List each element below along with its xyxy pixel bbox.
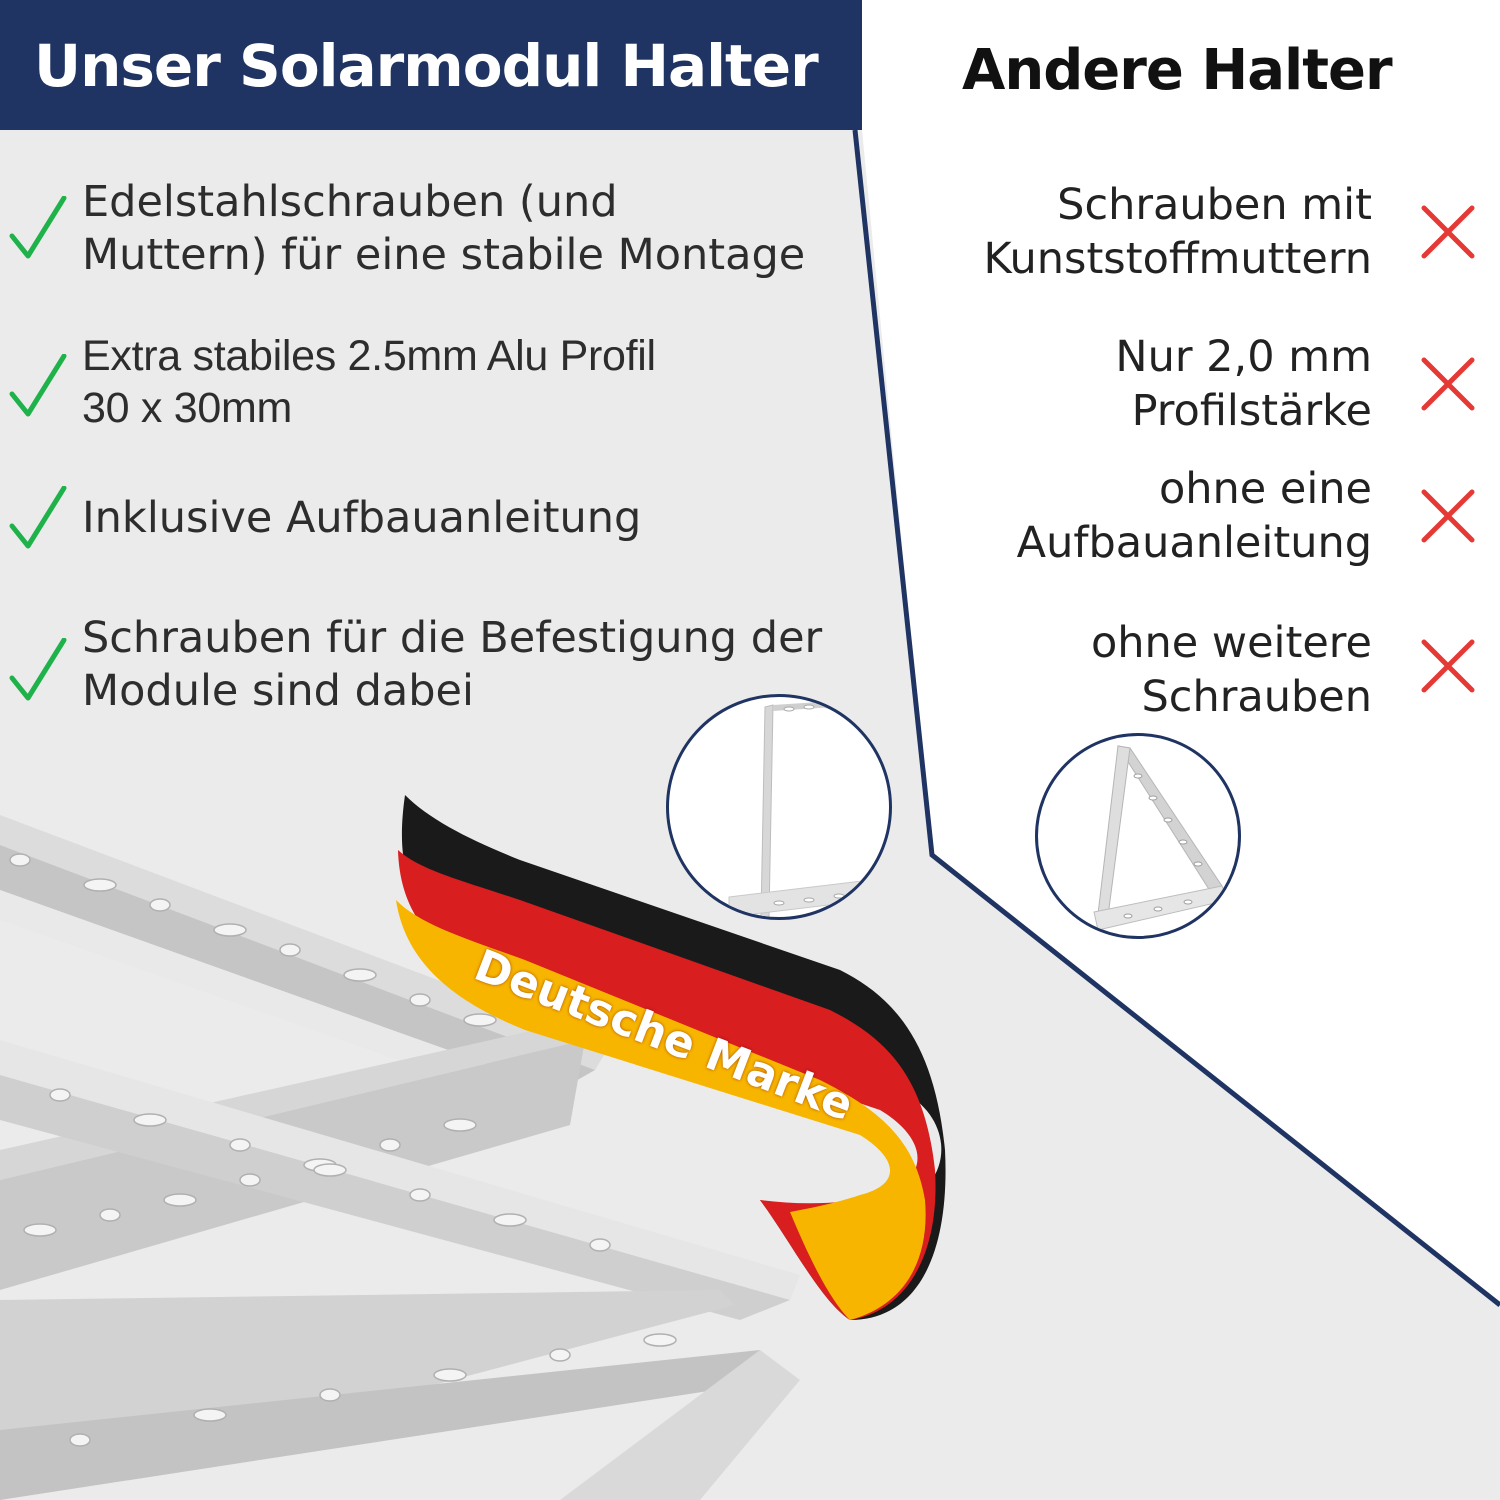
left-title: Unser Solarmodul Halter (34, 32, 819, 100)
feature-text: Edelstahlschrauben (und Muttern) für ein… (82, 177, 806, 280)
x-icon (1421, 489, 1475, 543)
feature-text: Extra stabiles 2.5mm Alu Profil 30 x 30m… (82, 332, 656, 432)
own-bracket-inset (666, 694, 892, 920)
right-panel-bg (862, 0, 1500, 1305)
x-icon (1421, 639, 1475, 693)
right-title: Andere Halter (962, 38, 1393, 103)
check-icon (9, 486, 67, 549)
check-icon (9, 196, 67, 259)
check-icon (9, 638, 67, 701)
drawback-text: ohne eine Aufbauanleitung (1016, 464, 1372, 568)
check-icon (9, 354, 67, 417)
drawback-text: ohne weitere Schrauben (1090, 618, 1372, 722)
bracket-illustration (728, 697, 889, 917)
drawback-text: Nur 2,0 mm Profilstärke (1115, 332, 1372, 436)
x-icon (1421, 357, 1475, 411)
bracket-illustration (1093, 745, 1229, 931)
drawback-text: Schrauben mit Kunststoffmuttern (983, 180, 1372, 284)
left-header-bar: Unser Solarmodul Halter (0, 0, 862, 130)
feature-text: Schrauben für die Befestigung der Module… (82, 613, 823, 716)
aluminium-rails-illustration (0, 815, 800, 1500)
feature-text: Inklusive Aufbauanleitung (82, 493, 642, 543)
other-bracket-inset (1035, 733, 1241, 939)
x-icon (1421, 205, 1475, 259)
